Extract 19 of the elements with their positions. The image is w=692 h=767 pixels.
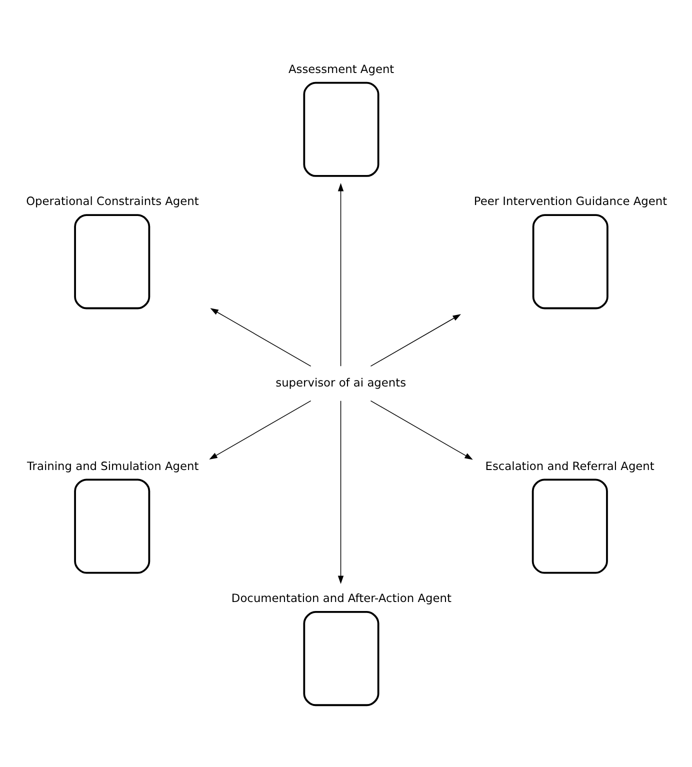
arrow <box>370 314 461 367</box>
node-box <box>303 82 380 177</box>
arrow <box>210 308 312 367</box>
node-label: Escalation and Referral Agent <box>485 458 654 473</box>
node-label: Peer Intervention Guidance Agent <box>474 194 668 208</box>
node-box <box>303 611 380 706</box>
node-box <box>532 214 608 310</box>
node-box <box>532 478 608 574</box>
arrow <box>370 400 473 460</box>
node-text: supervisor of ai agents <box>276 375 406 390</box>
node-label: Assessment Agent <box>288 62 394 76</box>
node-label: Operational Constraints Agent <box>26 194 199 208</box>
node-box <box>74 214 150 310</box>
arrow <box>209 400 312 460</box>
node-label: Training and Simulation Agent <box>27 458 199 473</box>
arrow <box>338 400 344 584</box>
node-box <box>74 478 150 574</box>
arrow <box>338 183 344 367</box>
node-label: Documentation and After-Action Agent <box>231 591 452 606</box>
